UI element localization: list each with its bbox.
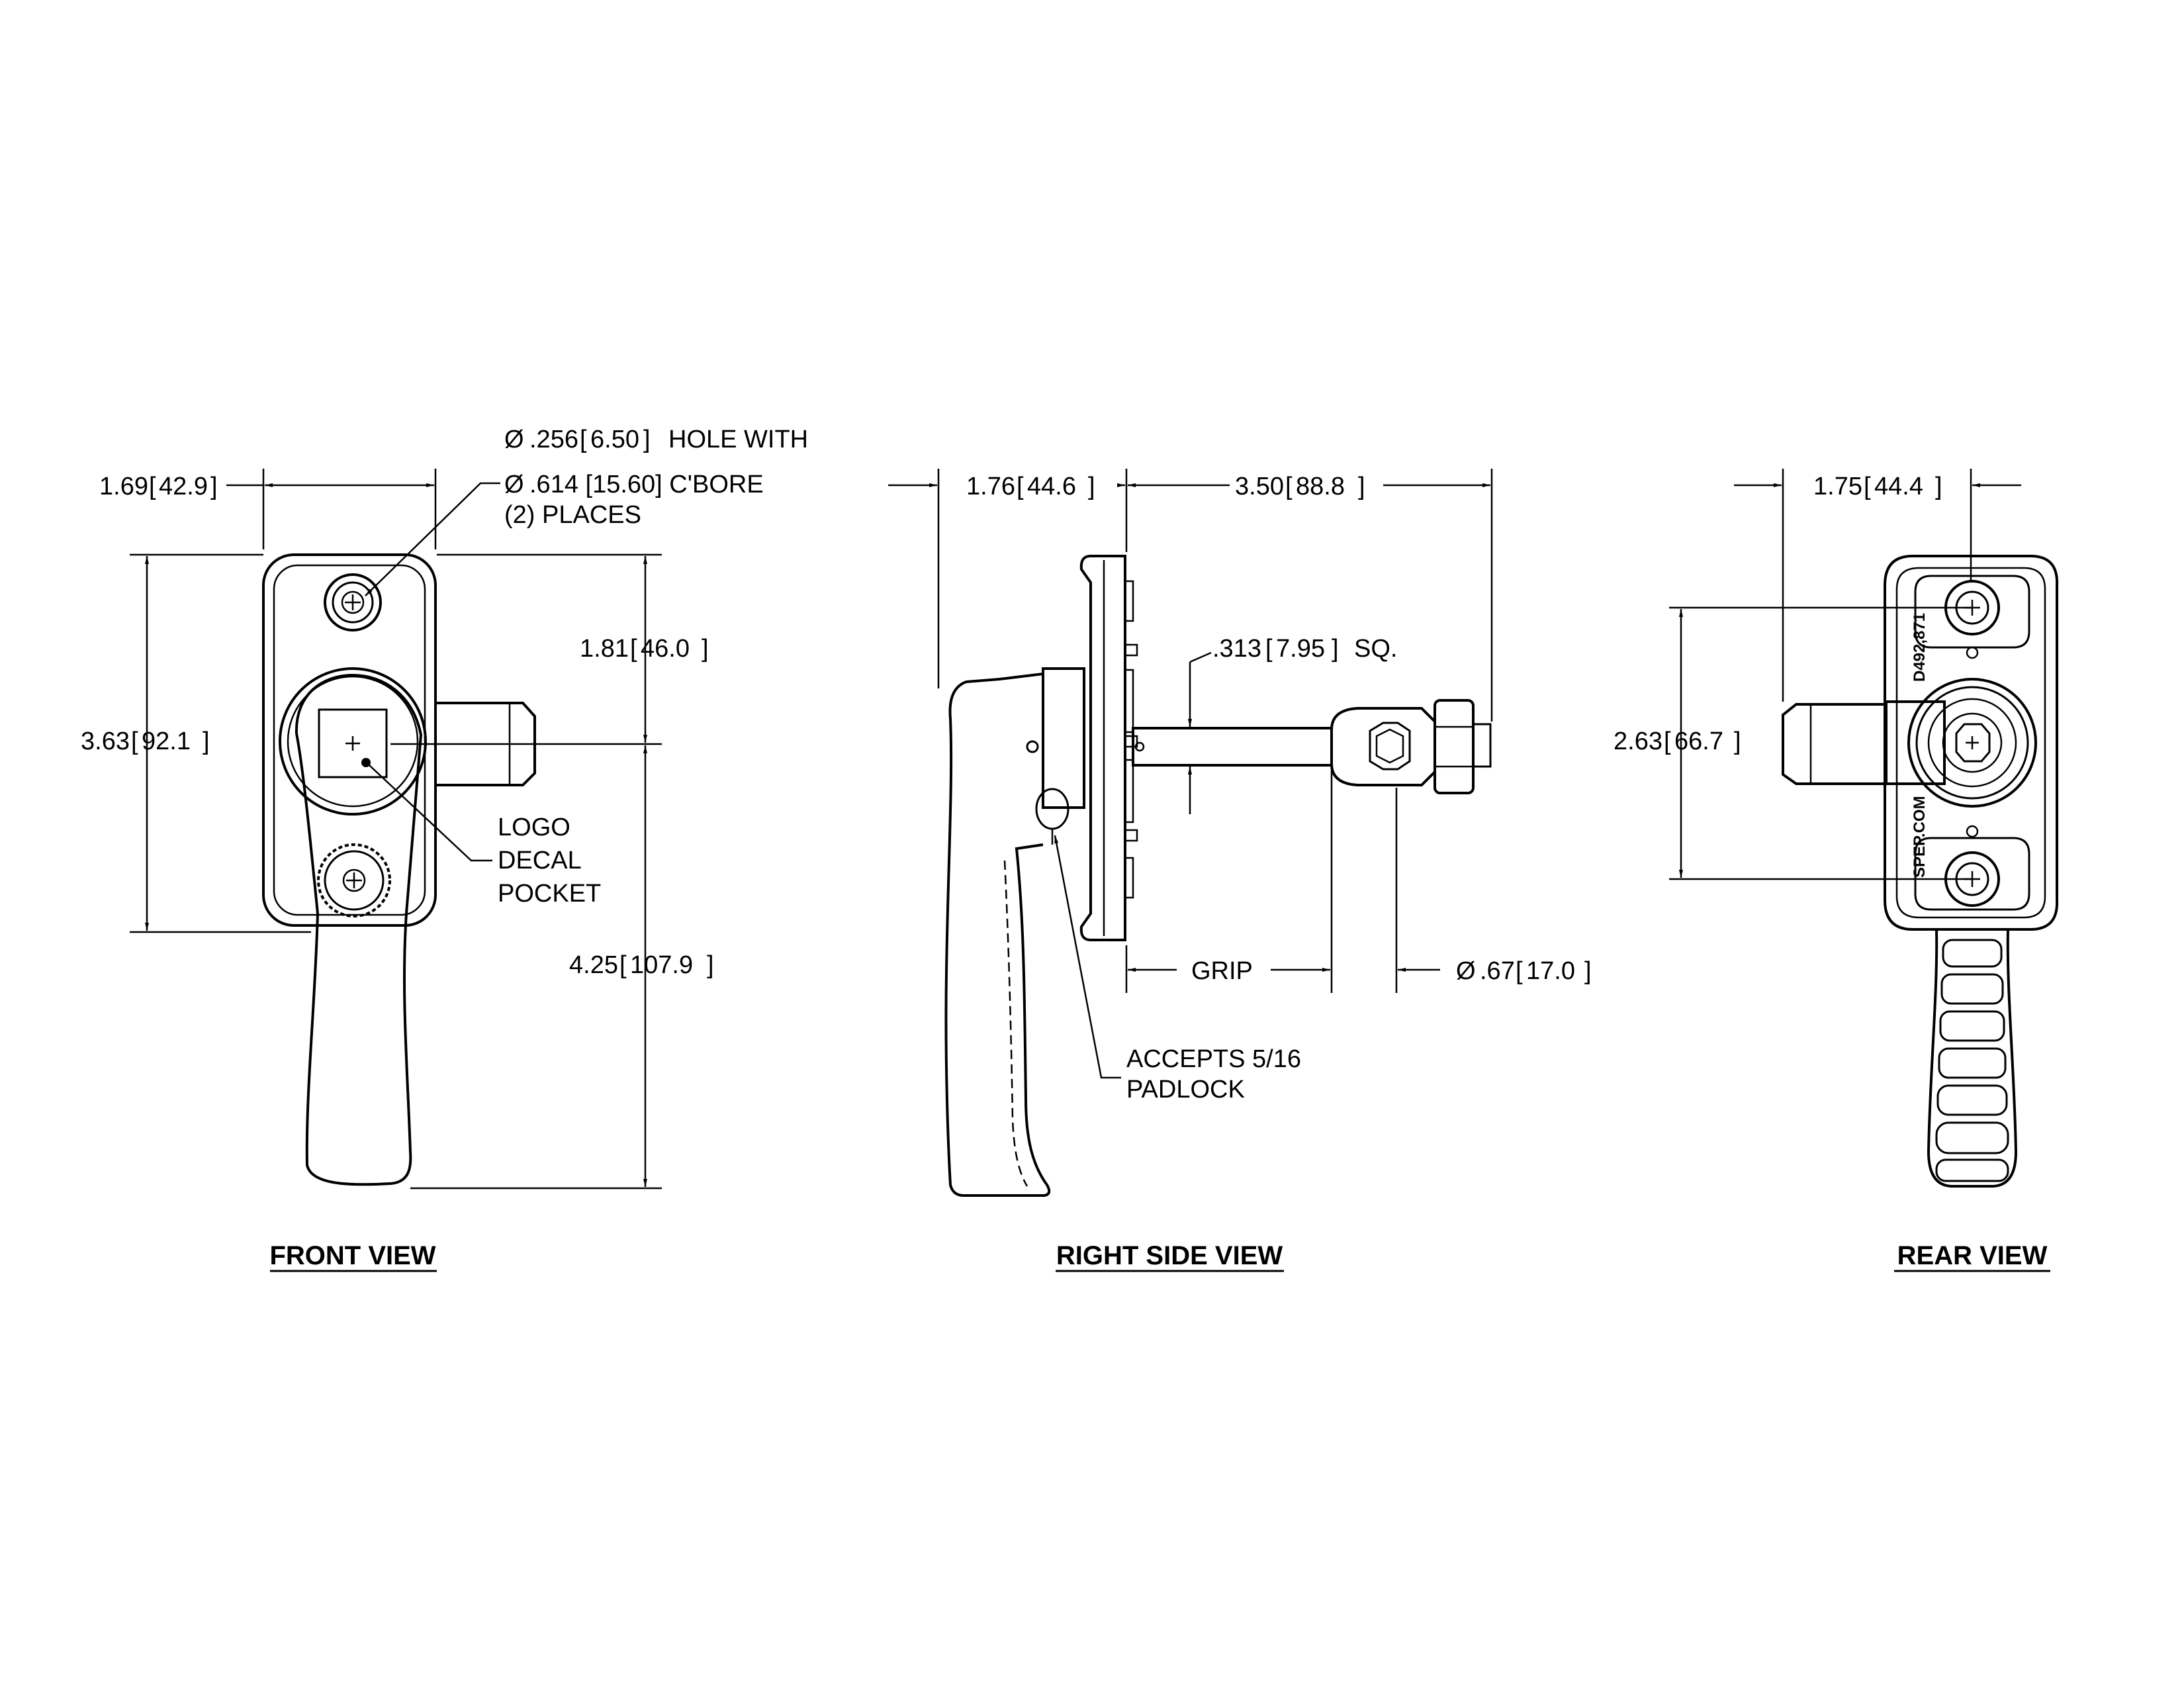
side-hub-body (1042, 667, 1085, 809)
rear-housing-outer (1884, 555, 2059, 931)
front-lower-inch: 4.25 (569, 951, 618, 979)
svg-text:[: [ (619, 951, 627, 979)
svg-text:[: [ (131, 727, 138, 755)
side-grip-label: GRIP (1191, 957, 1253, 985)
front-view: 1.69 [ 42.9 ] 3.63 [ 92.1 ] 1.81 [ 46.0 … (81, 426, 808, 1272)
svg-text:]: ] (707, 951, 714, 979)
side-cam-mm: 17.0 (1526, 957, 1575, 985)
side-handle (944, 673, 1051, 1197)
rear-web-marking: SPEP.COM (1911, 796, 1929, 878)
front-height-inch: 3.63 (81, 727, 130, 755)
logo-note-line3: POCKET (498, 880, 601, 908)
side-length-inch: 3.50 (1235, 473, 1284, 500)
svg-text:]: ] (210, 473, 218, 500)
svg-text:]: ] (1332, 635, 1339, 663)
side-square-mm: 7.95 (1276, 635, 1325, 663)
side-nut (1433, 699, 1475, 794)
front-upper-inch: 1.81 (580, 635, 629, 663)
side-flange (1079, 555, 1126, 941)
svg-text:]: ] (1088, 473, 1095, 500)
rear-width-inch: 1.75 (1813, 473, 1862, 500)
logo-note-line2: DECAL (498, 847, 582, 874)
svg-text:[: [ (1516, 957, 1523, 985)
svg-text:[: [ (580, 426, 587, 453)
side-length-mm: 88.8 (1296, 473, 1345, 500)
side-cam-inch: .67 (1480, 957, 1515, 985)
front-lower-mm: 107.9 (630, 951, 693, 979)
front-upper-mm: 46.0 (641, 635, 690, 663)
svg-text:[: [ (1864, 473, 1871, 500)
right-side-view: 1.76 [ 44.6 ] 3.50 [ 88.8 ] .313 [ 7.95 … (888, 469, 1592, 1272)
front-top-counterbore (324, 573, 382, 632)
svg-text:]: ] (702, 635, 709, 663)
side-cam-dia-symbol: Ø (1456, 957, 1476, 985)
side-square-inch: .313 (1212, 635, 1261, 663)
side-shaft (1132, 727, 1333, 767)
side-square-suffix: SQ. (1354, 635, 1397, 663)
padlock-note-line1: ACCEPTS 5/16 (1126, 1045, 1301, 1073)
rear-handle (1927, 929, 2018, 1188)
hole-note-line2: .614 [15.60] C'BORE (529, 471, 764, 498)
hole-note-dia-symbol: Ø (504, 426, 524, 453)
rear-grip-pads (1935, 939, 2009, 1182)
front-height-mm: 92.1 (142, 727, 191, 755)
rear-housing-inner (1895, 567, 2046, 919)
rear-view: D492,871 SPEP.COM 1.75 [ 44.4 ] 2.63 [ 6… (1614, 469, 2059, 1272)
svg-text:]: ] (643, 426, 651, 453)
svg-text:]: ] (1358, 473, 1365, 500)
padlock-note-line2: PADLOCK (1126, 1076, 1245, 1103)
rear-width-mm: 44.4 (1874, 473, 1923, 500)
front-width-inch: 1.69 (99, 473, 148, 500)
hole-note-dia-symbol-2: Ø (504, 471, 524, 498)
side-cam (1330, 707, 1436, 786)
rear-hub-outer (1907, 678, 2037, 808)
side-left-inch: 1.76 (966, 473, 1015, 500)
rear-height-mm: 66.7 (1674, 727, 1723, 755)
svg-text:]: ] (203, 727, 210, 755)
rear-height-inch: 2.63 (1614, 727, 1662, 755)
front-housing-outer (262, 553, 437, 927)
front-lock-knob (317, 843, 391, 917)
svg-text:[: [ (149, 473, 156, 500)
svg-text:]: ] (1584, 957, 1592, 985)
hole-note-line1-mm: 6.50 (590, 426, 639, 453)
svg-text:]: ] (1734, 727, 1741, 755)
svg-text:[: [ (1285, 473, 1293, 500)
svg-text:[: [ (630, 635, 637, 663)
svg-text:[: [ (1265, 635, 1273, 663)
logo-decal-pocket (318, 708, 388, 778)
side-view-title: RIGHT SIDE VIEW (1056, 1241, 1283, 1270)
logo-note-line1: LOGO (498, 814, 570, 841)
front-handle (295, 673, 423, 1186)
hole-note-line1-suffix: HOLE WITH (668, 426, 808, 453)
hole-note-line3: (2) PLACES (504, 501, 641, 529)
front-width-mm: 42.9 (159, 473, 208, 500)
rear-view-title: REAR VIEW (1897, 1241, 2048, 1270)
svg-text:]: ] (1935, 473, 1942, 500)
svg-text:[: [ (1017, 473, 1024, 500)
front-hub-ring (279, 667, 427, 816)
front-view-title: FRONT VIEW (269, 1241, 435, 1270)
rear-latch-cam (1782, 703, 1886, 785)
svg-text:[: [ (1664, 727, 1671, 755)
side-left-mm: 44.6 (1027, 473, 1076, 500)
rear-part-marking: D492,871 (1911, 613, 1929, 682)
hole-note-line1-value: .256 (529, 426, 578, 453)
